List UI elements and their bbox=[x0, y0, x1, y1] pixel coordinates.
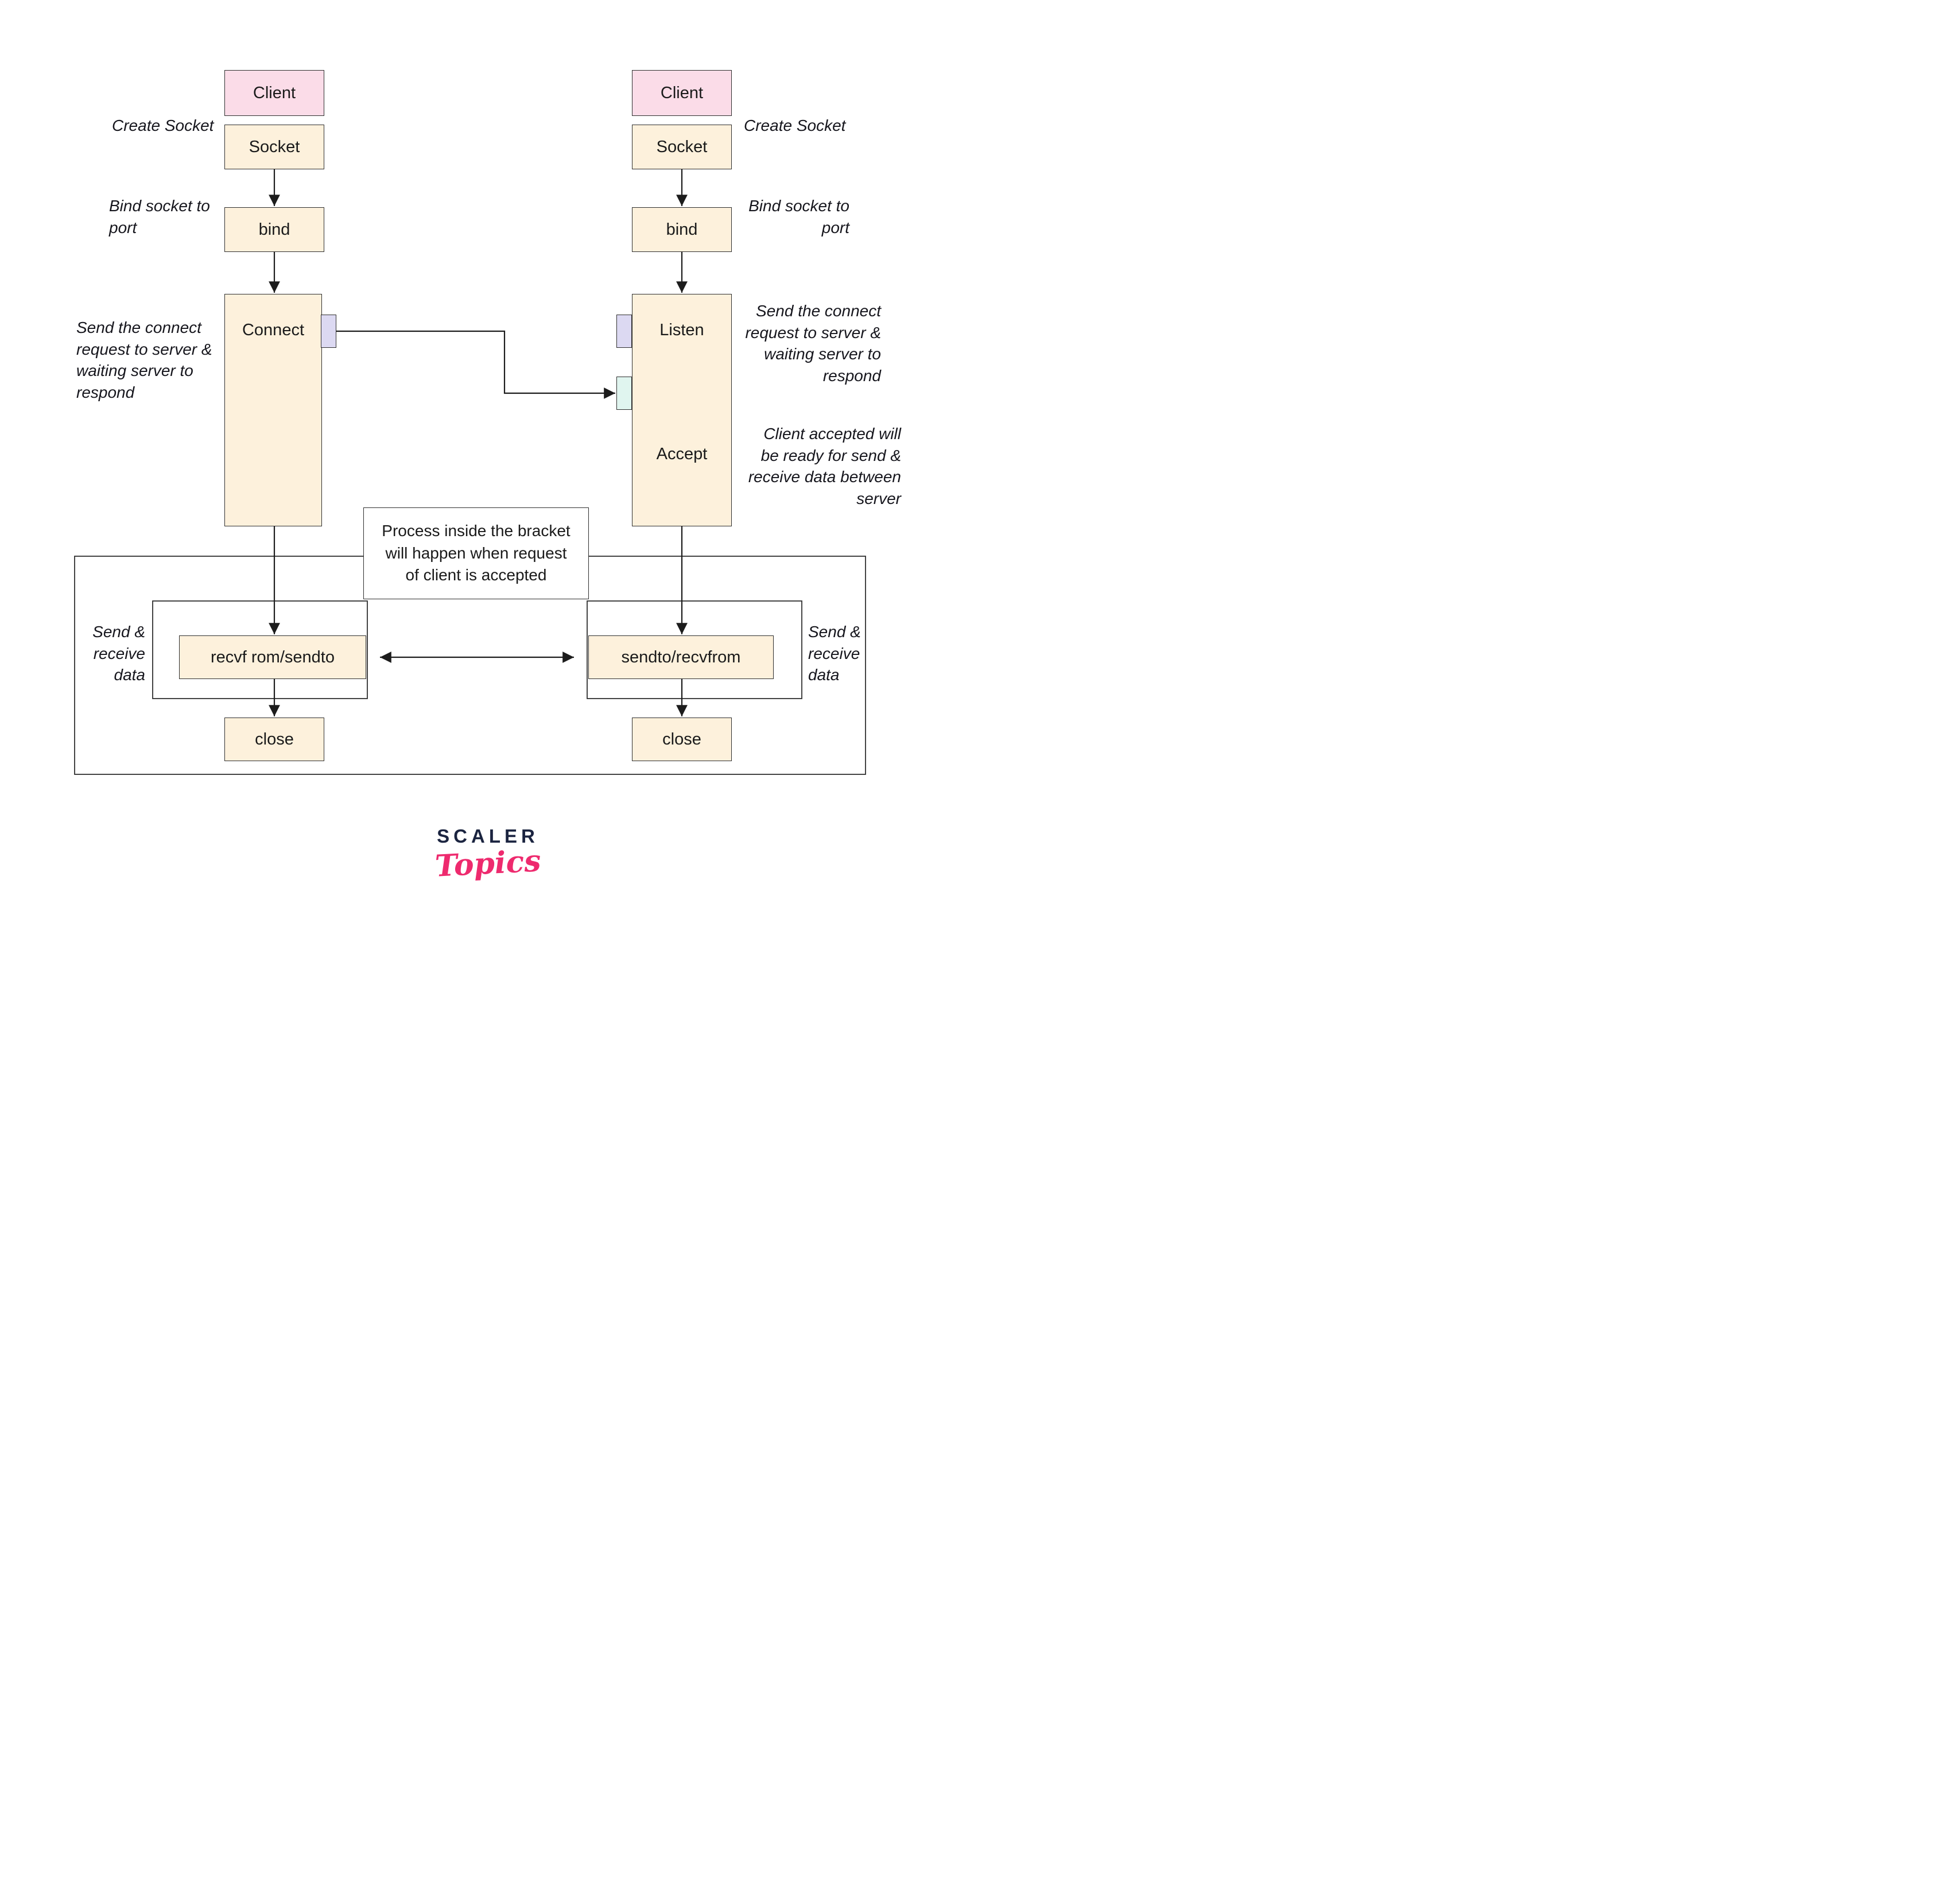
right-close-box: close bbox=[632, 718, 732, 761]
right-send-receive-bracket bbox=[587, 600, 802, 699]
left-bind-note: Bind socket to port bbox=[109, 197, 210, 236]
logo-sub-text: Topics bbox=[434, 843, 542, 884]
listen-accept-box: Listen Accept bbox=[632, 294, 732, 526]
left-client-box: Client bbox=[224, 70, 324, 116]
left-close-label: close bbox=[255, 730, 294, 749]
left-client-label: Client bbox=[253, 83, 296, 102]
right-socket-box: Socket bbox=[632, 125, 732, 169]
listen-label: Listen bbox=[659, 321, 704, 339]
accept-sync-tab bbox=[616, 377, 632, 410]
bracket-note-box: Process inside the bracket will happen w… bbox=[363, 507, 589, 599]
left-recv-send-box: recvf rom/sendto bbox=[179, 635, 366, 679]
right-sendto-recv-label: sendto/recvfrom bbox=[621, 647, 741, 666]
left-connect-box: Connect bbox=[224, 294, 322, 526]
left-create-socket-note: Create Socket bbox=[112, 117, 214, 134]
right-listen-note: Send the connect request to server & wai… bbox=[745, 302, 881, 385]
left-close-box: close bbox=[224, 718, 324, 761]
right-create-socket-note: Create Socket bbox=[744, 117, 846, 134]
right-sendto-recv-box: sendto/recvfrom bbox=[588, 635, 774, 679]
right-client-box: Client bbox=[632, 70, 732, 116]
right-bind-box: bind bbox=[632, 207, 732, 252]
left-socket-label: Socket bbox=[249, 137, 300, 156]
listen-sync-tab bbox=[616, 315, 632, 348]
left-bind-box: bind bbox=[224, 207, 324, 252]
bracket-note-text: Process inside the bracket will happen w… bbox=[382, 522, 571, 584]
right-client-label: Client bbox=[660, 83, 704, 102]
socket-flow-diagram: Client Socket bind Connect recvf rom/sen… bbox=[0, 0, 976, 952]
left-recv-send-label: recvf rom/sendto bbox=[211, 647, 335, 666]
logo-brand-text: SCALER bbox=[437, 825, 539, 847]
right-bind-label: bind bbox=[666, 220, 698, 239]
left-send-receive-note: Send & receive data bbox=[92, 623, 145, 684]
right-close-label: close bbox=[662, 730, 701, 749]
left-connect-label: Connect bbox=[242, 321, 304, 339]
right-socket-label: Socket bbox=[656, 137, 708, 156]
accept-label: Accept bbox=[656, 445, 708, 463]
right-send-receive-note: Send & receive data bbox=[808, 623, 861, 684]
connect-sync-tab bbox=[321, 315, 336, 348]
right-accept-note: Client accepted will be ready for send &… bbox=[748, 425, 901, 507]
arrow-connect-request-to-server bbox=[336, 330, 615, 399]
right-bind-note: Bind socket to port bbox=[748, 197, 849, 236]
left-socket-box: Socket bbox=[224, 125, 324, 169]
left-send-receive-bracket bbox=[152, 600, 368, 699]
left-bind-label: bind bbox=[258, 220, 290, 239]
scaler-topics-logo: SCALER Topics bbox=[0, 825, 976, 884]
left-connect-note: Send the connect request to server & wai… bbox=[76, 319, 212, 401]
